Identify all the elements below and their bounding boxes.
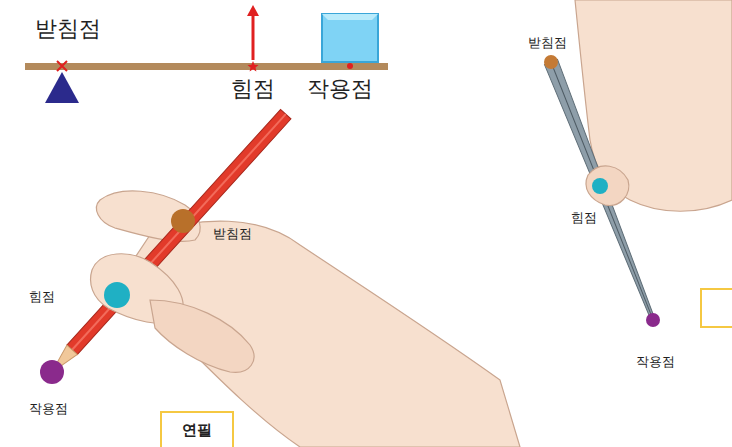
part-label: 작용점 [307,76,373,101]
fulcrum-dot [544,55,558,69]
part-label: 힘점 [29,290,55,305]
part-label: 받침점 [35,16,101,41]
load-dot [646,313,660,327]
effort-mark [248,61,259,72]
caption-box [701,289,732,327]
part-label: 힘점 [231,76,275,101]
load-mark [347,63,353,69]
finger [150,300,254,372]
fulcrum-mark [57,61,67,71]
load-dot [40,360,64,384]
effort-dot [592,178,608,194]
fulcrum-dot [171,209,195,233]
load-block [322,14,378,62]
fulcrum-triangle [45,72,79,103]
caption-text: 연필 [182,421,212,440]
pencil [47,109,291,376]
part-label: 받침점 [528,36,567,51]
load-block-face [322,14,378,20]
tweezers [544,59,659,323]
part-label: 받침점 [213,227,252,242]
effort-dot [104,282,130,308]
thumb [586,166,629,205]
force-arrow [252,14,255,60]
part-label: 작용점 [636,355,675,370]
hand [575,0,732,211]
part-label: 힘점 [571,211,597,226]
caption-box: 연필 [160,411,234,447]
part-label: 작용점 [29,402,68,417]
force-arrowhead [247,5,259,16]
lever-beam [25,63,388,70]
